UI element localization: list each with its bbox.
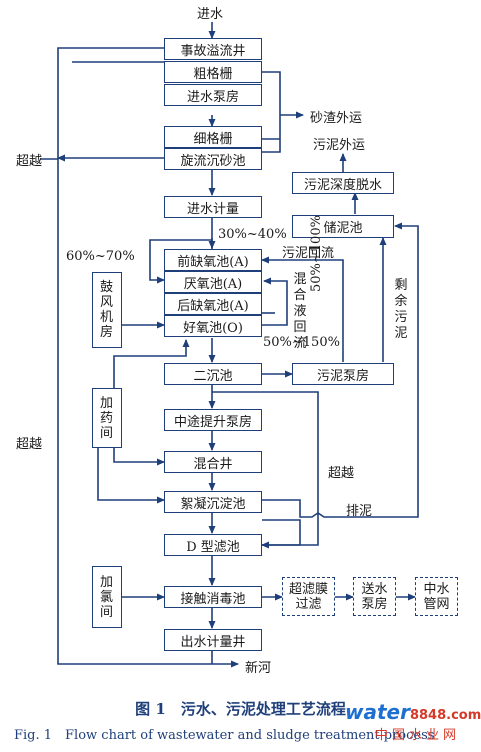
send-pump-line2: 泵房	[361, 596, 388, 612]
contact-disinfection-tank: 接触消毒池	[164, 586, 262, 608]
dosing-room: 加药间	[92, 388, 122, 448]
flocculation-settling-tank: 絮凝沉淀池	[164, 491, 262, 513]
aerobic-tank: 好氧池(O)	[164, 315, 262, 337]
watermark-logo: water8848.com	[345, 700, 481, 724]
anaerobic-tank: 厌氧池(A)	[164, 271, 262, 293]
pre-anoxic-tank: 前缺氧池(A)	[164, 249, 262, 271]
uf-line2: 过滤	[295, 596, 322, 612]
mixing-well: 混合井	[164, 451, 262, 473]
reuse-line2: 管网	[423, 596, 450, 612]
outlet-meter-well: 出水计量井	[164, 629, 262, 651]
mixed-liquor-return-label: 混合液回流	[293, 272, 307, 351]
bypass-mid-label: 超越	[328, 466, 355, 481]
secondary-clarifier: 二沉池	[164, 363, 262, 385]
pct-50-150-label: 50%~150%	[263, 335, 340, 350]
send-pump-line1: 送水	[361, 581, 388, 597]
sludge-storage-tank: 储泥池	[292, 215, 394, 238]
surplus-sludge-label: 剩余污泥	[394, 278, 408, 341]
post-anoxic-tank: 后缺氧池(A)	[164, 293, 262, 315]
water-delivery-pump-house: 送水 泵房	[353, 577, 396, 616]
inlet-pump-house: 进水泵房	[164, 84, 262, 106]
sludge-deep-dewatering: 污泥深度脱水	[292, 172, 394, 194]
blower-text: 鼓风机房	[100, 280, 114, 340]
caption-en: Fig. 1 Flow chart of wastewater and slud…	[14, 728, 435, 743]
chlorine-text: 加氯间	[100, 574, 114, 620]
pct-30-40-label: 30%~40%	[218, 227, 287, 242]
inlet-meter: 进水计量	[164, 196, 262, 218]
bypass-bottom-label: 超越	[16, 437, 43, 452]
caption-cn: 图 1 污水、污泥处理工艺流程	[135, 700, 346, 718]
grit-out-label: 砂渣外运	[310, 111, 363, 126]
chlorination-room: 加氯间	[92, 566, 122, 628]
sludge-out-label: 污泥外运	[313, 138, 366, 153]
lift-pump-house: 中途提升泵房	[164, 409, 262, 431]
return-sludge-label: 污泥回流	[282, 246, 335, 261]
watermark-num: 8848	[409, 708, 447, 723]
inflow-label: 进水	[197, 7, 224, 22]
reclaimed-water-network: 中水 管网	[415, 577, 458, 616]
emergency-overflow-well: 事故溢流井	[164, 38, 262, 60]
watermark-domain: .com	[446, 708, 481, 723]
reuse-line1: 中水	[423, 581, 450, 597]
dosing-text: 加药间	[100, 395, 114, 441]
bypass-top-label: 超越	[16, 154, 43, 169]
watermark-cn: 中国水业网	[375, 728, 461, 743]
d-type-filter: D 型滤池	[164, 534, 262, 556]
coarse-screen: 粗格栅	[164, 61, 262, 83]
uf-line1: 超滤膜	[288, 581, 328, 597]
blower-house: 鼓风机房	[92, 272, 122, 348]
discharge-sludge-label: 排泥	[346, 504, 373, 519]
sludge-pump-house: 污泥泵房	[292, 363, 394, 385]
pct-60-70-label: 60%~70%	[66, 249, 135, 264]
fine-screen: 细格栅	[164, 126, 262, 148]
river-label: 新河	[245, 661, 272, 676]
ultrafiltration-unit: 超滤膜 过滤	[282, 577, 335, 616]
watermark-brand: water	[345, 700, 410, 724]
pct-50-100-label: 50%~100%	[309, 215, 324, 292]
vortex-grit-chamber: 旋流沉砂池	[164, 148, 262, 170]
